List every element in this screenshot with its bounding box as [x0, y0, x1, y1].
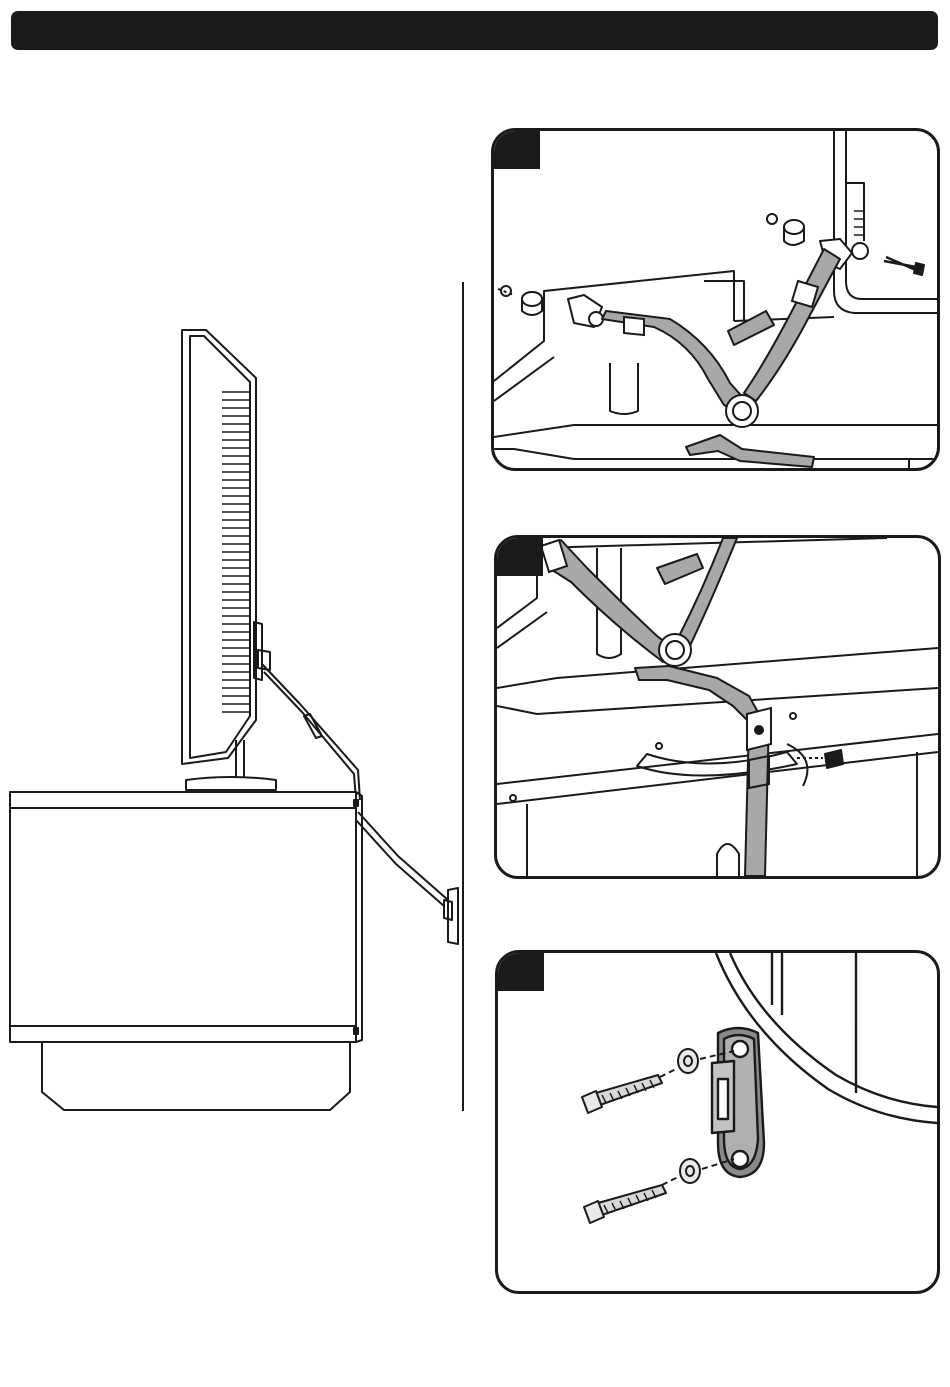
strap-attach-to-tv-illustration: [494, 131, 937, 468]
step-3-panel: [495, 950, 940, 1294]
tv-strap-overview-illustration: [0, 270, 470, 1120]
step-2-tab: [497, 538, 543, 576]
step-3-tab: [498, 953, 544, 991]
wall-anchor-bracket-illustration: [498, 953, 937, 1291]
header-bar: [11, 11, 938, 50]
wall-line: [462, 282, 464, 1111]
step-1-panel: [491, 128, 940, 471]
step-2-panel: [494, 535, 941, 879]
strap-attach-to-furniture-illustration: [497, 538, 938, 876]
step-1-tab: [494, 131, 540, 169]
